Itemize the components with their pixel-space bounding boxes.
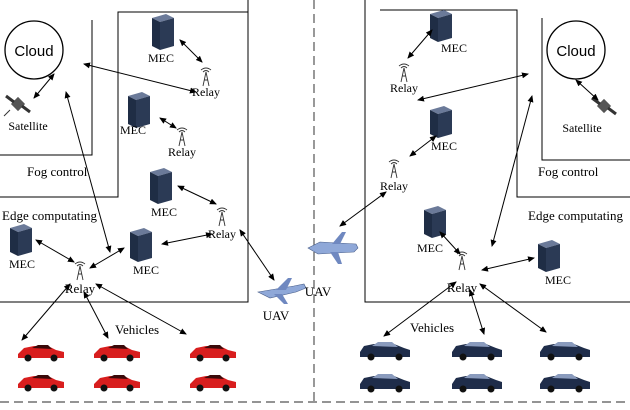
mec-label: MEC (431, 139, 457, 153)
mec-server-right-mid: MEC (430, 106, 457, 153)
relay-left-center: Relay (208, 207, 236, 241)
relay-label: Relay (208, 227, 236, 241)
mec-label: MEC (151, 205, 177, 219)
airplane-icon (257, 278, 307, 304)
edge-computing-label-left: Edge computating (2, 208, 97, 223)
satellite-right: Satellite (562, 96, 617, 135)
mec-label: MEC (417, 241, 443, 255)
mec-server-left-edge: MEC (9, 224, 35, 271)
mec-server-right-top: MEC (430, 10, 467, 55)
relay-label: Relay (380, 179, 408, 193)
car-icon (540, 342, 590, 361)
mec-label: MEC (120, 123, 146, 137)
relay-right-mid: Relay (380, 159, 408, 193)
relay-left-top: Relay (192, 67, 220, 99)
car-icon (452, 374, 502, 393)
mec-server-left-center: MEC (150, 168, 177, 219)
car-icon (360, 374, 410, 393)
relay-label: Relay (192, 85, 220, 99)
car-icon (360, 342, 410, 361)
server-icon (538, 240, 560, 272)
car-icon (190, 345, 236, 362)
uav-label: UAV (305, 284, 332, 299)
server-icon (150, 168, 172, 204)
vehicles-left (18, 345, 236, 392)
mec-server-left-top: MEC (148, 14, 174, 65)
cloud-right: Cloud (546, 20, 606, 80)
relay-label: Relay (390, 81, 418, 95)
airplane-icon (307, 232, 359, 264)
car-icon (190, 375, 236, 392)
antenna-tower-icon (216, 207, 228, 227)
server-icon (10, 224, 32, 256)
car-icon (18, 375, 64, 392)
server-icon (424, 206, 446, 238)
car-icon (540, 374, 590, 393)
relay-label: Relay (168, 145, 196, 159)
mec-label: MEC (148, 51, 174, 65)
uav-right: UAV (305, 232, 359, 299)
vehicles-label-right: Vehicles (410, 320, 454, 335)
mec-server-right-far: MEC (538, 240, 571, 287)
server-icon (130, 228, 152, 262)
relay-label: Relay (65, 281, 96, 296)
relay-right-main: Relay (447, 251, 478, 295)
antenna-tower-icon (398, 63, 410, 83)
server-icon (430, 10, 452, 42)
mec-label: MEC (545, 273, 571, 287)
antenna-tower-icon (456, 251, 468, 271)
fog-control-label-left: Fog control (27, 164, 88, 179)
mec-label: MEC (441, 41, 467, 55)
antenna-tower-icon (200, 67, 212, 87)
antenna-tower-icon (388, 159, 400, 179)
links-left (21, 39, 275, 341)
car-icon (452, 342, 502, 361)
uav-label: UAV (263, 308, 290, 323)
satellite-left: Satellite (3, 94, 48, 133)
edge-computing-label-right: Edge computating (528, 208, 623, 223)
links-right (339, 29, 599, 337)
car-icon (94, 345, 140, 362)
server-icon (430, 106, 452, 138)
server-icon (128, 92, 150, 128)
car-icon (94, 375, 140, 392)
cloud-label: Cloud (14, 43, 53, 60)
satellite-icon (3, 94, 31, 117)
car-icon (18, 345, 64, 362)
satellite-icon (591, 96, 617, 116)
antenna-tower-icon (176, 127, 188, 147)
cloud-circle-icon (546, 20, 606, 80)
server-icon (152, 14, 174, 50)
fog-control-label-right: Fog control (538, 164, 599, 179)
cloud-left: Cloud (4, 20, 64, 80)
vehicles-right (360, 342, 590, 393)
relay-right-top: Relay (390, 63, 418, 95)
vehicles-label-left: Vehicles (115, 322, 159, 337)
cloud-label: Cloud (556, 43, 595, 60)
relay-label: Relay (447, 280, 478, 295)
mec-label: MEC (133, 263, 159, 277)
uav-left: UAV (257, 278, 307, 323)
satellite-label: Satellite (562, 121, 601, 135)
mec-server-right-edge: MEC (417, 206, 446, 255)
relay-left-mid: Relay (168, 127, 196, 159)
satellite-label: Satellite (8, 119, 47, 133)
mec-server-left-relay: MEC (130, 228, 159, 277)
mec-label: MEC (9, 257, 35, 271)
mec-server-left-mid: MEC (120, 92, 150, 137)
antenna-tower-icon (74, 261, 86, 281)
